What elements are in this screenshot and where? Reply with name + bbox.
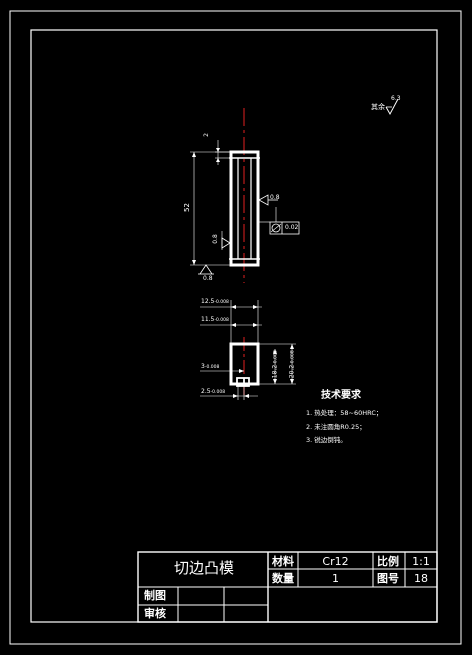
- roughness-symbol-bottom: [198, 264, 214, 275]
- quantity-value: 1: [332, 572, 339, 585]
- roughness-note-value: 6.3: [391, 95, 401, 102]
- outer-frame: [9, 10, 462, 645]
- roughness-note-label: 其余: [371, 103, 385, 111]
- roughness-right-label: 0.8: [270, 194, 280, 201]
- dim-height-1-label: 18.2-0.008: [271, 350, 279, 379]
- dim-left-2-label: 2.5-0.008: [201, 388, 226, 395]
- scale-value: 1:1: [412, 555, 430, 568]
- roughness-symbol-left: [221, 231, 231, 250]
- front-view: [190, 108, 300, 283]
- cylindricity-frame: [269, 221, 300, 235]
- front-outline: [229, 150, 260, 267]
- roughness-left-label: 0.8: [211, 234, 219, 244]
- dim-length-label: 52: [182, 203, 191, 212]
- dim-inner-label: 11.5-0.008: [201, 316, 229, 323]
- material-label: 材料: [272, 555, 294, 568]
- cylindricity-value: 0.02: [285, 224, 299, 231]
- roughness-symbol-general: [385, 98, 399, 116]
- section-view: [200, 300, 296, 400]
- drawn-by-label: 制图: [144, 589, 166, 602]
- roughness-bottom-label: 0.8: [203, 275, 213, 282]
- tech-requirement-item: 2. 未注圆角R0.25；: [306, 423, 366, 431]
- dim-chamfer-label: 2: [202, 133, 210, 137]
- cylindricity-icon: [271, 223, 281, 233]
- tech-requirement-item: 3. 锐边倒钝。: [306, 436, 347, 444]
- tech-requirement-item: 1. 热处理：58~60HRC；: [306, 409, 383, 417]
- material-value: Cr12: [322, 555, 349, 568]
- scale-label: 比例: [377, 555, 399, 568]
- checked-by-label: 审核: [144, 607, 166, 620]
- roughness-symbol-right: [258, 194, 278, 206]
- part-name: 切边凸模: [173, 559, 234, 577]
- dim-height-2-label: 20.2-0.008: [288, 350, 296, 379]
- title-block: [137, 551, 438, 623]
- drawing-no-value: 18: [414, 572, 428, 585]
- quantity-label: 数量: [272, 572, 294, 585]
- tech-requirements-title: 技术要求: [321, 390, 361, 401]
- dim-outer-label: 12.5-0.008: [201, 298, 229, 305]
- dim-left-1-label: 3-0.008: [201, 363, 220, 370]
- drawing-no-label: 图号: [377, 572, 399, 585]
